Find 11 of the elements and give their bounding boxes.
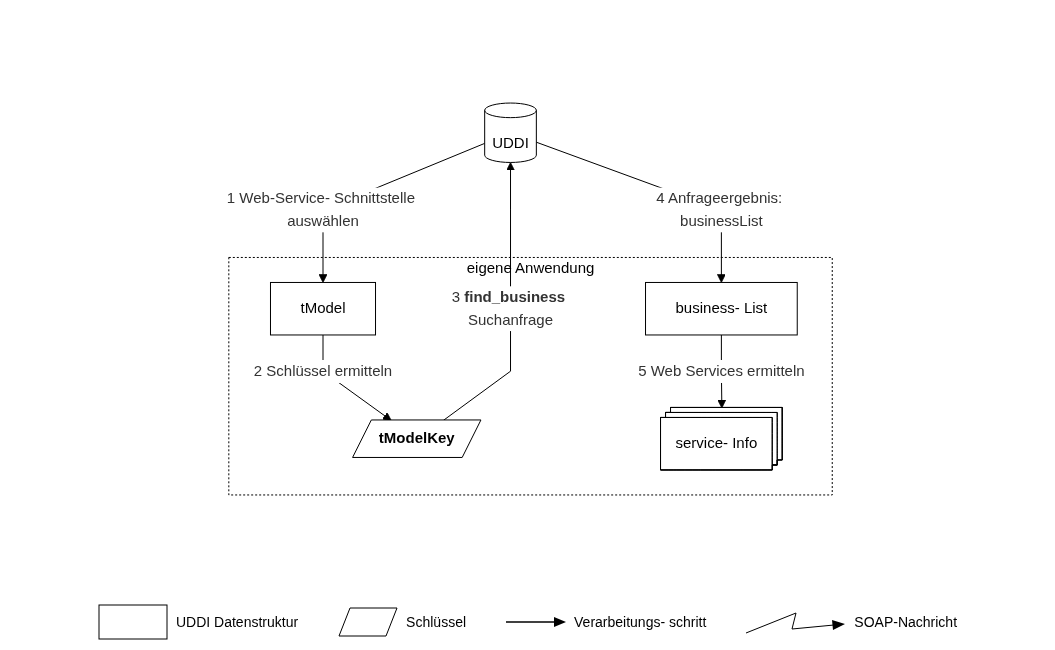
legend-text: UDDI Datenstruktur — [175, 614, 299, 630]
node-box: business- List — [644, 281, 798, 336]
legend-text: Schlüssel — [406, 614, 467, 630]
edge-label: 2 Schlüssel ermitteln — [253, 361, 393, 379]
edge-label: 5 Web Services ermitteln — [638, 361, 805, 379]
edge-label: 3 find_business Suchanfrage — [451, 288, 565, 328]
edge-label: 4 Anfrageergebnis: businessList — [656, 189, 783, 229]
node-box: tModel — [269, 281, 376, 336]
legend-text: Verarbeitungs- schritt — [574, 614, 707, 630]
legend-text: SOAP-Nachricht — [854, 614, 958, 630]
edge-label: 1 Web-Service- Schnittstelle auswählen — [226, 189, 415, 229]
